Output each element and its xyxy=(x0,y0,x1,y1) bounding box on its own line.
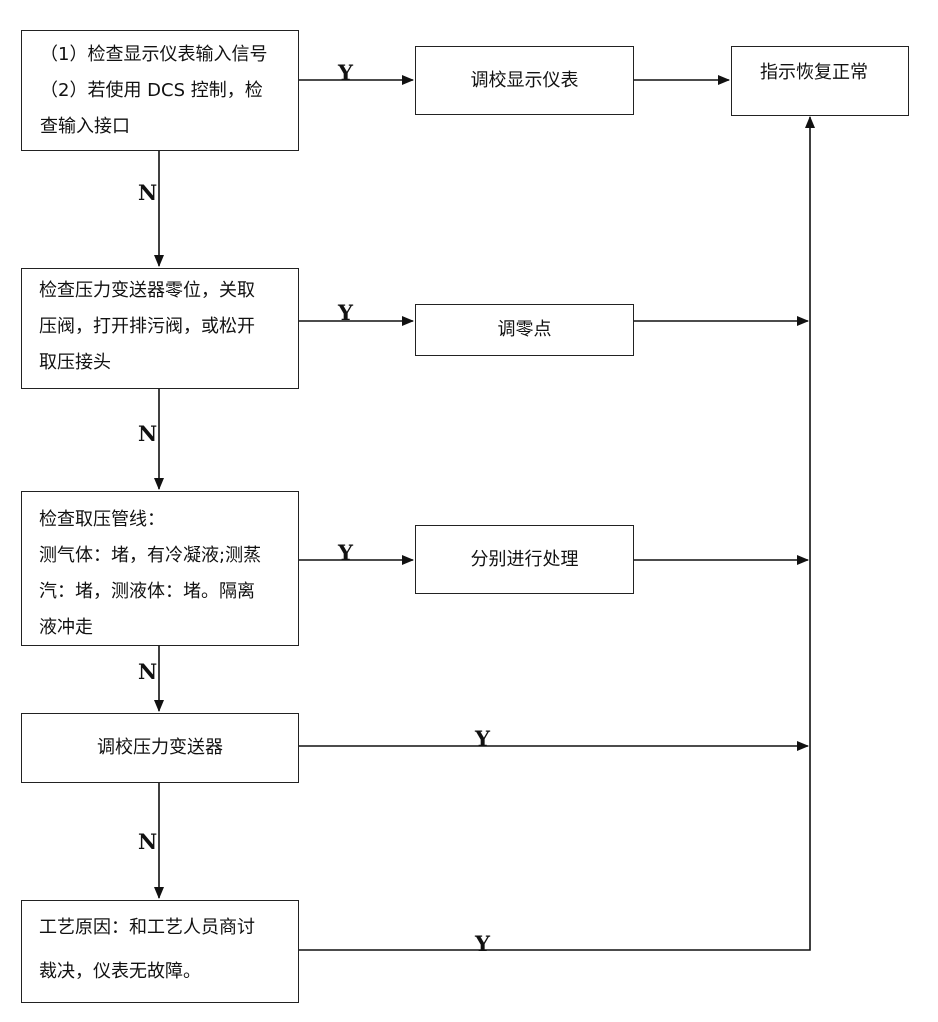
edge-label-yes-row2: Y xyxy=(338,300,353,325)
node-process-cause-line-1: 工艺原因：和工艺人员商讨 xyxy=(39,917,255,938)
node-calibrate-display-label: 调校显示仪表 xyxy=(470,69,579,91)
node-adjust-zero-label: 调零点 xyxy=(497,319,552,340)
node-check-pipeline-line-4: 液冲走 xyxy=(39,617,93,638)
node-check-pipeline: 检查取压管线： 测气体：堵，有冷凝液;测蒸 汽：堵，测液体：堵。隔离 液冲走 xyxy=(21,491,299,646)
node-check-input-line-3: 查输入接口 xyxy=(40,116,130,137)
line-process-cause-to-indicator xyxy=(298,116,815,951)
node-handle-each: 分别进行处理 xyxy=(415,525,634,594)
edge-label-no-2: N xyxy=(138,421,158,446)
node-check-input-line-2: （2）若使用 DCS 控制，检 xyxy=(40,80,263,101)
edge-label-yes-row1: Y xyxy=(338,60,353,85)
node-calibrate-transmitter: 调校压力变送器 xyxy=(21,713,299,783)
edge-label-no-4: N xyxy=(138,829,158,854)
node-indicator-normal: 指示恢复正常 xyxy=(731,46,909,116)
node-check-zero-line-1: 检查压力变送器零位，关取 xyxy=(39,280,255,301)
node-process-cause-line-2: 裁决，仪表无故障。 xyxy=(39,961,201,982)
node-check-pipeline-line-1: 检查取压管线： xyxy=(39,509,165,530)
node-check-zero: 检查压力变送器零位，关取 压阀，打开排污阀，或松开 取压接头 xyxy=(21,268,299,389)
node-check-zero-line-2: 压阀，打开排污阀，或松开 xyxy=(39,316,255,337)
node-check-input-line-1: （1）检查显示仪表输入信号 xyxy=(40,44,268,65)
node-check-input: （1）检查显示仪表输入信号 （2）若使用 DCS 控制，检 查输入接口 xyxy=(21,30,299,151)
node-process-cause: 工艺原因：和工艺人员商讨 裁决，仪表无故障。 xyxy=(21,900,299,1003)
node-indicator-normal-label: 指示恢复正常 xyxy=(760,62,868,83)
edge-label-yes-row5: Y xyxy=(475,931,490,956)
node-calibrate-display: 调校显示仪表 xyxy=(415,46,634,115)
node-handle-each-label: 分别进行处理 xyxy=(470,548,579,570)
node-adjust-zero: 调零点 xyxy=(415,304,634,356)
edge-label-yes-row4: Y xyxy=(475,726,490,751)
edge-label-yes-row3: Y xyxy=(338,540,353,565)
node-check-pipeline-line-2: 测气体：堵，有冷凝液;测蒸 xyxy=(39,545,262,566)
edge-label-no-3: N xyxy=(138,659,158,684)
node-check-pipeline-line-3: 汽：堵，测液体：堵。隔离 xyxy=(39,581,255,602)
node-calibrate-transmitter-label: 调校压力变送器 xyxy=(97,737,223,758)
node-check-zero-line-3: 取压接头 xyxy=(39,352,111,373)
edge-label-no-1: N xyxy=(138,180,158,205)
